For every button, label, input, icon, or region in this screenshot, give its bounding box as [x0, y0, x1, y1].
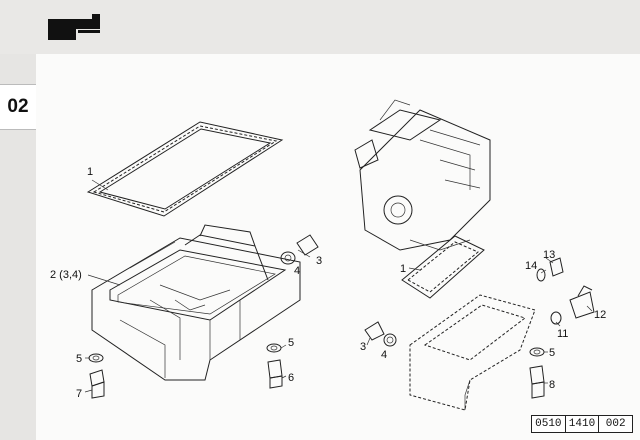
- plug-11-12: [550, 285, 595, 325]
- callout-3-right: 3: [360, 341, 366, 353]
- callout-14: 14: [525, 260, 537, 272]
- callout-8: 8: [549, 379, 555, 391]
- oil-pan-right: [409, 294, 536, 411]
- gasket-right: [401, 235, 485, 299]
- callout-6: 6: [288, 372, 294, 384]
- drain-plug-left: [280, 234, 319, 265]
- oil-pan-left: [91, 224, 301, 381]
- reference-code-part1: 0510: [532, 416, 566, 432]
- callout-4-right: 4: [381, 349, 387, 361]
- callout-12: 12: [594, 309, 606, 321]
- plug-assembly-right: [529, 347, 545, 399]
- callout-4-left: 4: [294, 265, 300, 277]
- callout-5-right: 5: [549, 347, 555, 359]
- section-number: 02: [0, 84, 36, 130]
- callout-7: 7: [76, 388, 82, 400]
- drain-plug-right: [364, 321, 397, 347]
- callout-3-left: 3: [316, 255, 322, 267]
- callout-2: 2 (3,4): [50, 269, 82, 281]
- engine-illustration: [354, 99, 491, 251]
- gasket-left: [86, 121, 284, 217]
- diagram-area: [36, 54, 640, 440]
- callout-5-mid: 5: [288, 337, 294, 349]
- callout-5-left: 5: [76, 353, 82, 365]
- reference-code-part2: 1410: [566, 416, 600, 432]
- callout-13: 13: [543, 249, 555, 261]
- reference-code-box: 0510 1410 002: [531, 415, 633, 433]
- plug-assembly-left: [88, 353, 105, 399]
- callout-1-left: 1: [87, 166, 93, 178]
- plug-assembly-mid: [266, 343, 283, 389]
- oil-pan-logo-icon: [48, 14, 100, 40]
- header-band: [0, 0, 640, 54]
- callout-1-right: 1: [400, 263, 406, 275]
- reference-code-part3: 002: [605, 418, 626, 430]
- callout-11: 11: [557, 328, 568, 340]
- sensor-13-14: [536, 257, 564, 282]
